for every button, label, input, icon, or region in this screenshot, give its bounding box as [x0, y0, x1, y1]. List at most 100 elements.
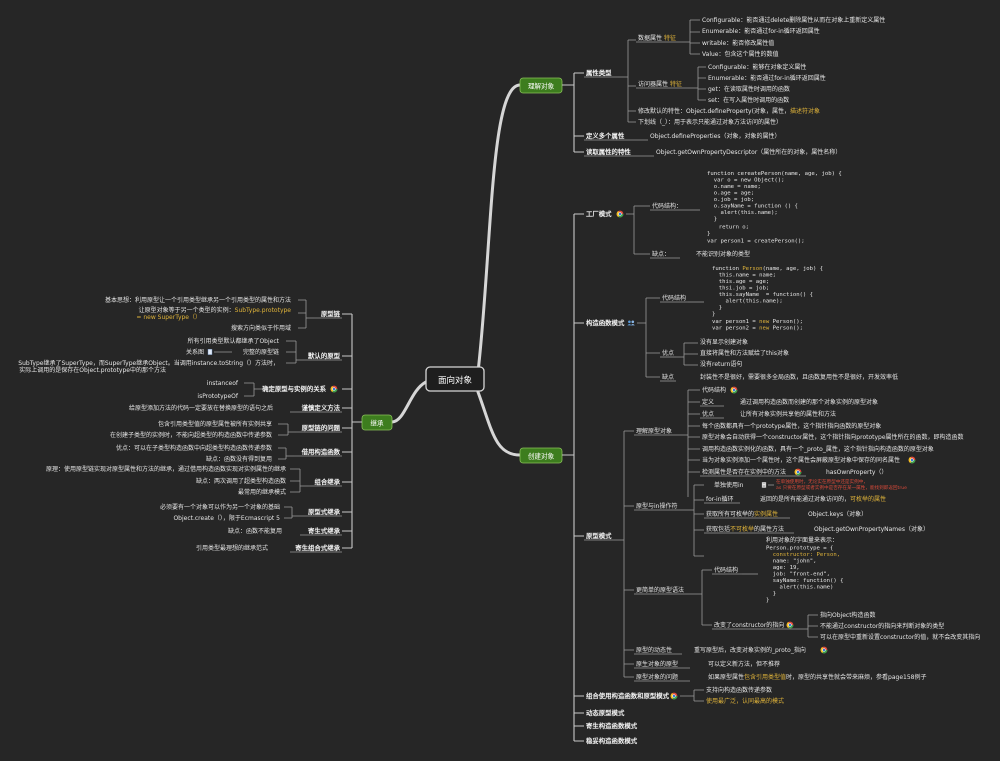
node-chain-issue[interactable]: 原型链的问题 [302, 423, 341, 432]
branch-label-create: 创建对象 [528, 452, 555, 461]
parasitic-combo-value: 引用类型最理想的继承范式 [196, 544, 268, 552]
node-modify-default[interactable]: 修改默认的特性：Object.defineProperty(对象，属性，描述符对… [638, 107, 820, 115]
node-prop-type[interactable]: 属性类型 [586, 68, 612, 77]
use-in-note: 在单独使用时，无论实在原型中还是实例中， [776, 478, 868, 485]
default-b-value: 完整的原型链 [243, 348, 279, 356]
factory-cons-value: 不能识别对象的类型 [696, 250, 750, 258]
node-data-prop[interactable]: 数据属性 [638, 34, 662, 42]
connector-data-prop [682, 19, 700, 55]
ctor-pros-label: 优点 [662, 349, 674, 357]
code-line: } [707, 231, 710, 237]
chrome-icon [794, 468, 802, 476]
default-d: 实际上调用的是保存在Object.prototype中的那个方法 [19, 366, 166, 374]
root-node[interactable] [425, 366, 485, 392]
node-parasitic-ctor[interactable]: 寄生构造函数模式 [586, 721, 638, 730]
get-enum-value: Object.keys（对象） [808, 510, 867, 518]
simple-code-block: Person.prototype = { constructor: Person… [766, 546, 843, 604]
proto-define-label: 定义 [702, 398, 714, 406]
data-prop-note: 特征 [664, 34, 676, 42]
ctor-pro-item: 直接将属性和方法赋给了this对象 [700, 349, 789, 357]
use-in-note: as 只要在原型或者实例中是否存在某一属性，能找到即返回true [776, 484, 907, 491]
default-a: 所有引用类型默认都继承了Object [187, 337, 279, 345]
forin-label: for-in循环 [706, 495, 734, 503]
code-line: var person1 = createPerson(); [707, 239, 805, 245]
node-determine[interactable]: 确定原型与实例的关系 [262, 384, 327, 393]
code-line: var o = new Object(); [707, 178, 784, 184]
combo-item: 使用最广泛，认同最高的模式 [706, 697, 784, 705]
connector-constructor [637, 297, 660, 378]
node-proto-in[interactable]: 原型与in操作符 [636, 502, 677, 510]
change-ctor-label: 改变了constructor的指向 [714, 621, 784, 629]
read-attr-value: Object.getOwnPropertyDescriptor（属性所在的对象，… [656, 148, 841, 156]
sub-line-inherit [342, 313, 362, 549]
node-durable-ctor[interactable]: 稳妥构造函数模式 [586, 736, 638, 745]
ctor-cons-value: 封装性不是很好，需要很多全局函数，且函数复用性不是很好，开发效率低 [700, 373, 898, 381]
connector-change-ctor [796, 614, 818, 638]
node-constructor[interactable]: 构造函数模式 [586, 318, 625, 327]
node-default-proto[interactable]: 默认的原型 [308, 351, 341, 360]
acc-set: set：在写入属性时调用的函数 [708, 96, 789, 104]
change-ctor-item: 可以在原型中重新设置constructor的值，就不会改变其指向 [820, 633, 980, 641]
node-parasitic[interactable]: 寄生式继承 [308, 526, 341, 535]
code-line: function Person(name, age, job) { [712, 266, 823, 272]
ctor-name: Person [742, 266, 762, 272]
combo-item: 支持向构造函数传递参数 [706, 686, 772, 694]
node-careful[interactable]: 谨慎定义方法 [302, 403, 341, 412]
borrow-con: 缺点：函数没有得到复用 [206, 455, 272, 463]
code-line: alert(this.name); [712, 299, 783, 305]
node-prototypal[interactable]: 原型式继承 [308, 507, 341, 516]
node-proto-dynamic[interactable]: 原型的动态性 [636, 646, 672, 654]
borrow-pro: 优点：可以在子类型构造函数中向超类型构造函数传递参数 [116, 444, 272, 452]
code-line: var person1 = new Person(); [712, 319, 803, 325]
proto-item: 当为对象实例添加一个属性时，这个属性会屏蔽原型对象中保存的同名属性 [702, 456, 900, 464]
node-simple-proto[interactable]: 更简单的原型语法 [636, 586, 684, 594]
acc-get: get：在读取属性时调用的函数 [708, 85, 790, 93]
node-prototype[interactable]: 原型模式 [586, 531, 612, 540]
code-line: thsi.job = job; [712, 286, 769, 292]
node-understand-proto[interactable]: 理解原型对象 [636, 427, 672, 435]
node-factory[interactable]: 工厂模式 [586, 209, 612, 218]
connector-proto-chain [298, 299, 314, 329]
node-dynamic-proto[interactable]: 动态原型模式 [586, 708, 625, 717]
connector-borrow [278, 447, 294, 460]
code-line: o.name = name; [707, 184, 761, 190]
connector-simple-proto [690, 569, 712, 626]
connector-combo-inherit [290, 468, 308, 493]
node-native-proto[interactable]: 原生对象的原型 [636, 660, 678, 668]
simple-intro: 利用对象的字面量来表示： [766, 536, 838, 544]
node-proto-issue[interactable]: 原型对象的问题 [636, 673, 678, 681]
code-line: function cereatePerson(name, age, job) { [707, 171, 842, 177]
connector-chain-issue [278, 423, 296, 436]
ctor-pro-item: 没有显示创建对象 [700, 338, 748, 346]
code-line: } [712, 305, 722, 311]
node-underscore-tip[interactable]: 下划线（_）：用于表示只能通过对象方法访问的属性） [638, 118, 782, 126]
ctor-cons-label: 缺点 [662, 373, 674, 381]
code-line: o.age = age; [707, 191, 754, 197]
branch-line-create [476, 390, 522, 457]
get-enum-label: 获取所有可枚举的实例属性 [706, 510, 778, 518]
node-define-multi[interactable]: 定义多个属性 [585, 131, 625, 140]
impl-text-cont: = new SuperType（） [136, 314, 201, 321]
connector-determine [244, 382, 262, 397]
connector-default-proto [286, 340, 304, 364]
code-line: this.sayName = function() { [712, 292, 813, 298]
node-borrow[interactable]: 借用构造函数 [301, 447, 341, 456]
proto-pro-label: 优点 [702, 410, 714, 418]
node-read-attr[interactable]: 读取属性的特性 [586, 147, 631, 156]
node-combo-inherit[interactable]: 组合继承 [314, 477, 340, 486]
code-line: constructor: Person, [766, 552, 840, 558]
code-line: age: 19, [766, 565, 800, 571]
branch-line-inherit [390, 380, 428, 424]
branch-label-understand: 理解对象 [528, 82, 555, 91]
connector-proto-in [680, 484, 704, 557]
ctor-code-block: function Person(name, age, job) { this.n… [712, 266, 823, 332]
connector-prototype [614, 430, 634, 678]
node-accessor-prop[interactable]: 访问器属性 [638, 80, 668, 88]
node-proto-chain[interactable]: 原型链 [321, 309, 341, 318]
get-nonenum-label: 获取包括不可枚举的属性方法 [706, 525, 784, 533]
node-parasitic-combo[interactable]: 寄生组合式继承 [295, 543, 340, 552]
chrome-icon [730, 386, 738, 394]
node-combo[interactable]: 组合使用构造函数和原型模式 [586, 691, 670, 700]
search-direction: 搜索方向类似于作用域 [231, 324, 291, 332]
